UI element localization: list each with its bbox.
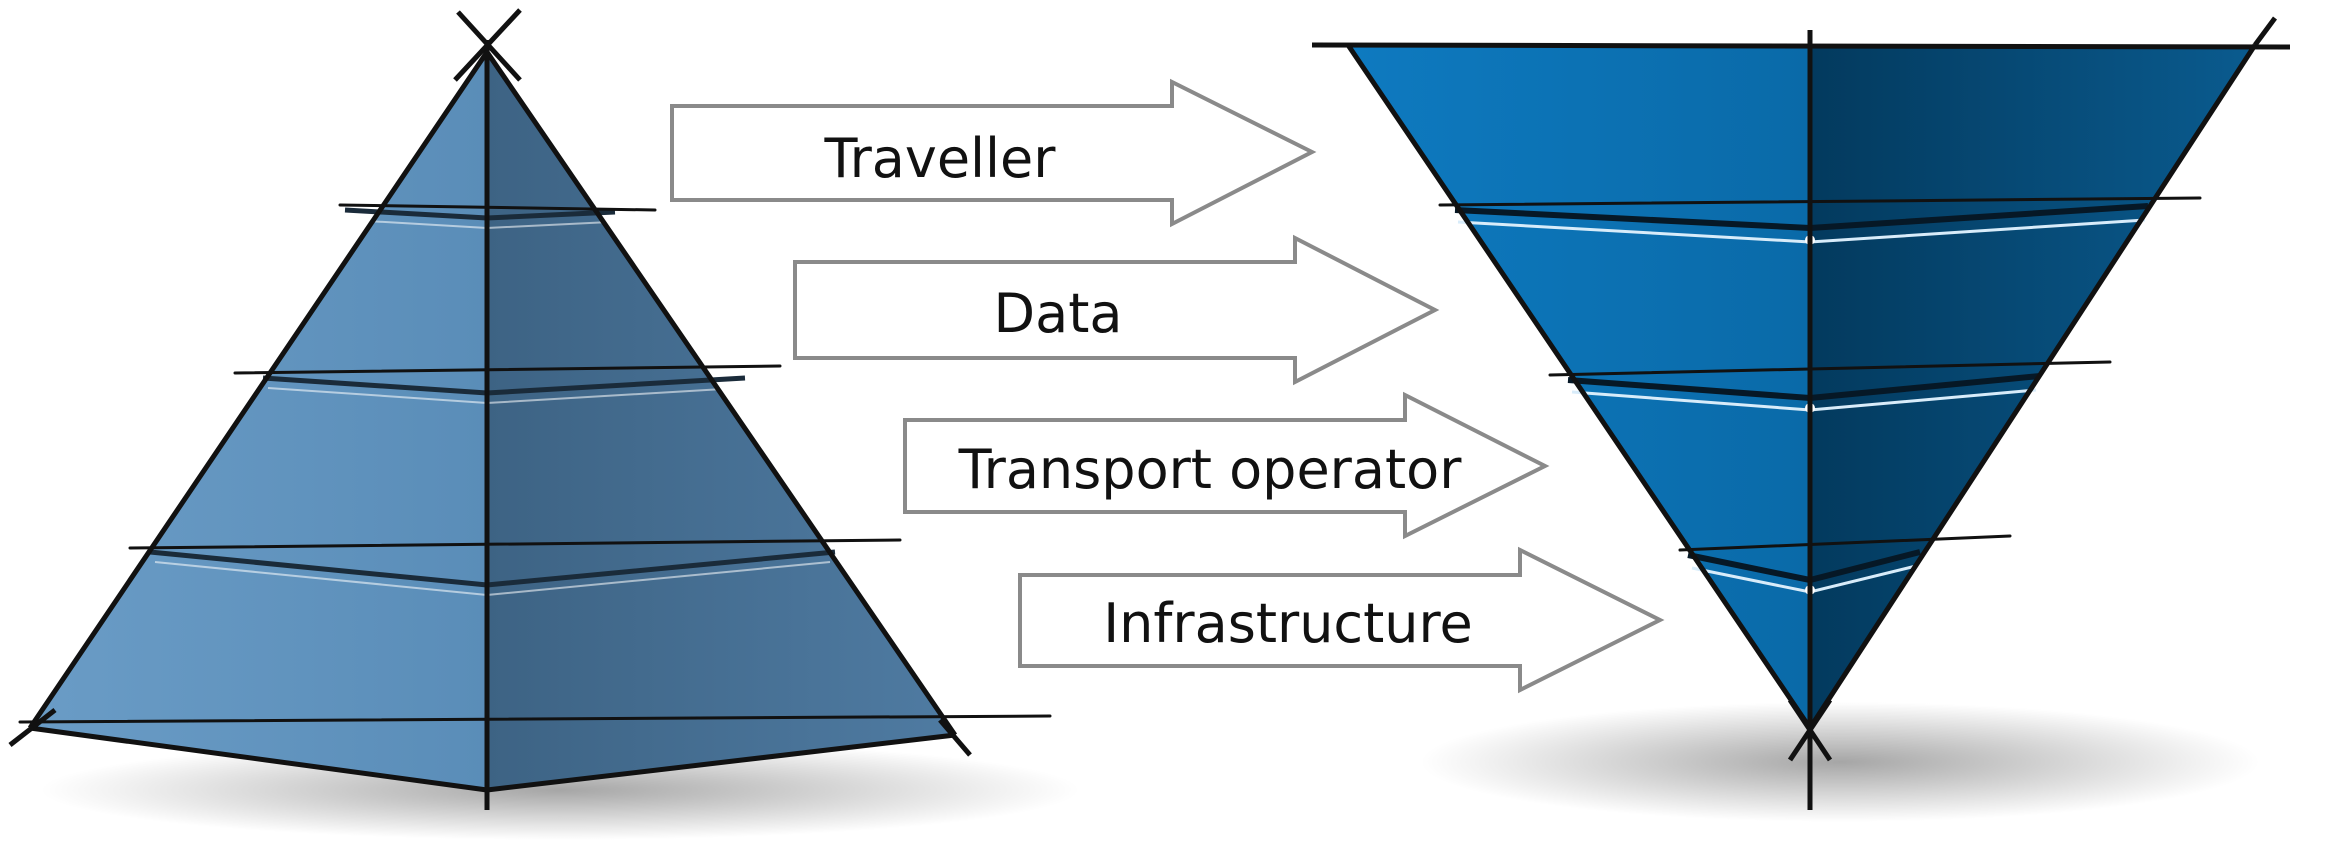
inverted-pyramid — [1311, 16, 2291, 822]
arrow-data: Data — [793, 234, 1440, 386]
pyramid-outline — [8, 8, 972, 810]
arrow-transport-operator-shape — [903, 391, 1550, 540]
arrow-transport-operator-label: Transport operator — [958, 438, 1463, 501]
arrow-data-shape — [793, 234, 1440, 386]
arrow-transport-operator: Transport operator — [903, 391, 1550, 540]
pyramid — [8, 8, 1080, 840]
arrow-infrastructure: Infrastructure — [1018, 546, 1665, 694]
inverted-pyramid-outline — [1311, 16, 2291, 810]
arrow-infrastructure-shape — [1018, 546, 1665, 694]
arrow-traveller-shape — [670, 78, 1317, 228]
arrow-traveller-label: Traveller — [824, 127, 1057, 190]
inverted-pyramid-shadow — [1420, 702, 2260, 822]
arrow-traveller: Traveller — [670, 78, 1317, 228]
pyramid-right-face — [487, 52, 955, 790]
arrow-infrastructure-label: Infrastructure — [1103, 592, 1473, 655]
arrow-data-label: Data — [994, 282, 1123, 345]
pyramid-left-face — [30, 52, 487, 790]
